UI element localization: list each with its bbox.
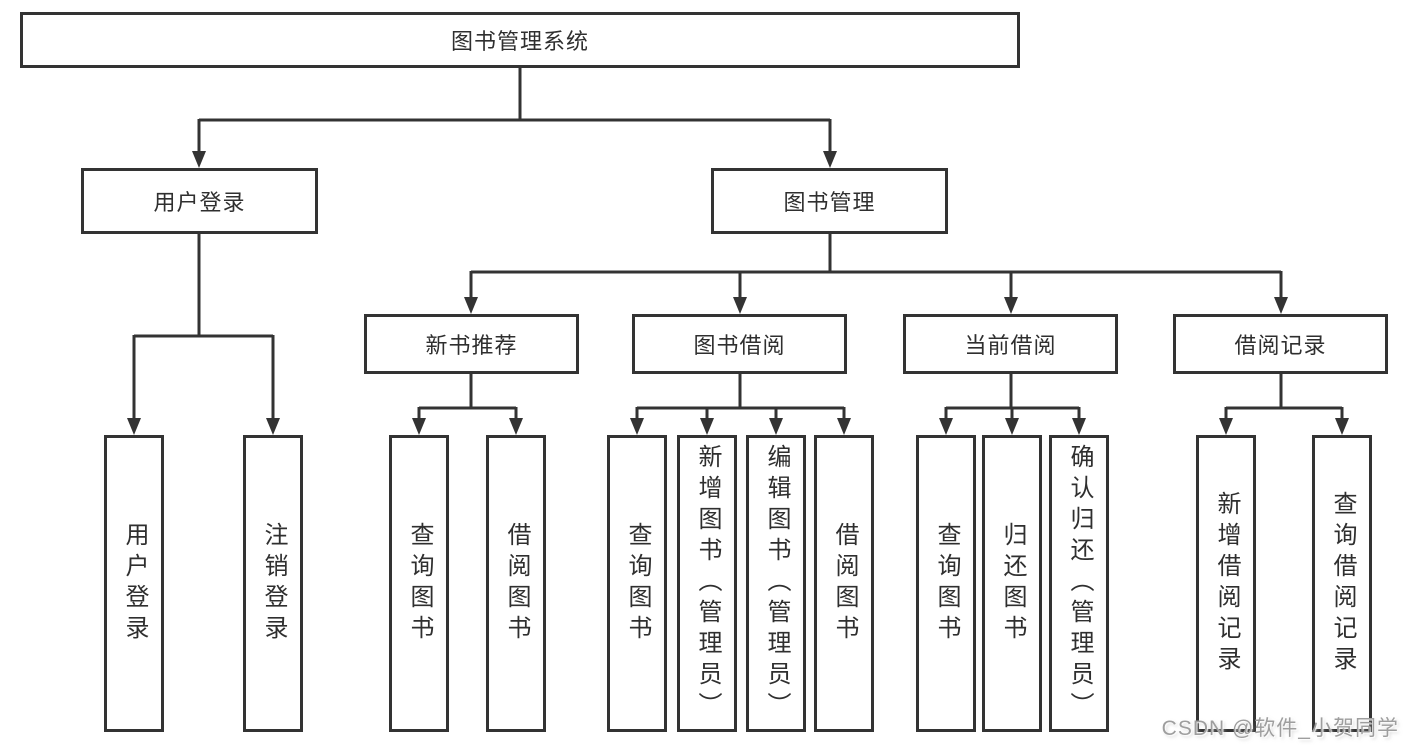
leaf-confirm-return-admin: 确认归还（管理员） [1049, 435, 1109, 732]
node-borrowing-records-label: 借阅记录 [1234, 333, 1327, 358]
node-borrowing-records: 借阅记录 [1173, 314, 1388, 374]
leaf-edit-book-admin: 编辑图书（管理员） [746, 435, 806, 732]
leaf-query-books-borrowing: 查询图书 [607, 435, 667, 732]
leaf-query-borrow-record: 查询借阅记录 [1312, 435, 1372, 732]
node-new-book-recommend: 新书推荐 [364, 314, 579, 374]
csdn-watermark: CSDN @软件_小贺同学 [1161, 717, 1399, 740]
leaf-query-books-current: 查询图书 [916, 435, 976, 732]
node-book-borrowing: 图书借阅 [632, 314, 847, 374]
arrowheads [127, 151, 1349, 435]
leaf-logout: 注销登录 [243, 435, 303, 732]
node-new-book-recommend-label: 新书推荐 [425, 333, 518, 358]
leaf-borrow-books-borrowing: 借阅图书 [814, 435, 874, 732]
node-book-management: 图书管理 [711, 168, 948, 234]
node-book-management-label: 图书管理 [783, 190, 876, 215]
node-root: 图书管理系统 [20, 12, 1020, 68]
leaf-borrow-books-recommend: 借阅图书 [486, 435, 546, 732]
leaf-add-book-admin: 新增图书（管理员） [677, 435, 737, 732]
leaf-user-login: 用户登录 [104, 435, 164, 732]
node-current-borrowing-label: 当前借阅 [964, 333, 1057, 358]
node-current-borrowing: 当前借阅 [903, 314, 1118, 374]
node-user-login: 用户登录 [81, 168, 318, 234]
leaf-return-books: 归还图书 [982, 435, 1042, 732]
node-user-login-label: 用户登录 [153, 190, 246, 215]
leaf-query-books-recommend: 查询图书 [389, 435, 449, 732]
node-book-borrowing-label: 图书借阅 [693, 333, 786, 358]
node-root-label: 图书管理系统 [450, 29, 589, 54]
leaf-add-borrow-record: 新增借阅记录 [1196, 435, 1256, 732]
